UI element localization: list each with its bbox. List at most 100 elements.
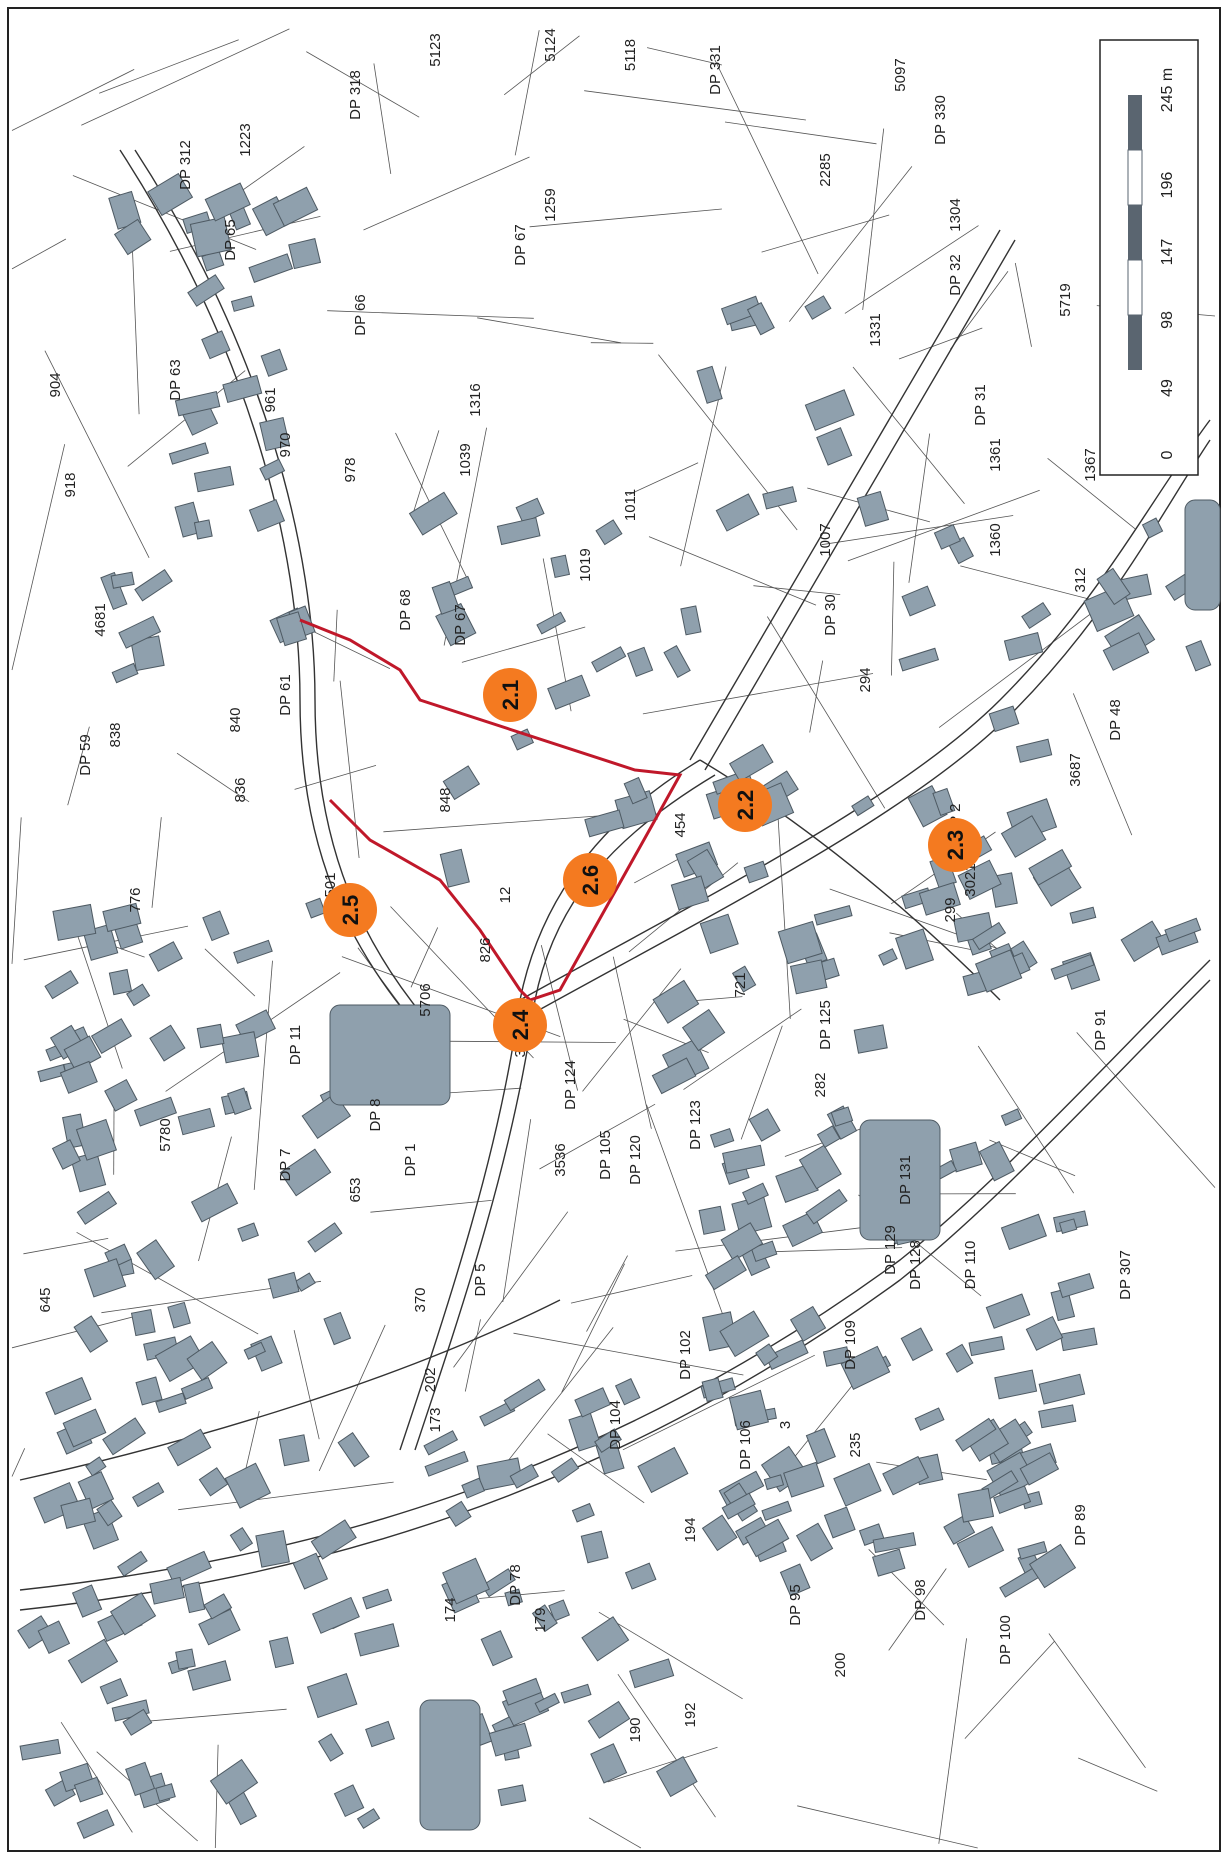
parcel-label: 840 (227, 707, 244, 732)
building (132, 1482, 165, 1508)
building (167, 1428, 212, 1467)
building (104, 1078, 138, 1112)
building (175, 1648, 196, 1670)
building (166, 1550, 212, 1585)
building (102, 1417, 147, 1456)
site-marker[interactable]: 2.2 (718, 778, 772, 832)
building (670, 875, 710, 911)
building (260, 348, 288, 377)
building (663, 645, 691, 678)
parcel-label: 1367 (1082, 448, 1099, 481)
building (1003, 631, 1044, 661)
building (721, 1492, 756, 1520)
parcel-line (617, 1673, 716, 1818)
parcel-line (23, 1238, 109, 1255)
building (310, 1519, 357, 1560)
parcel-label: 1304 (947, 198, 964, 231)
parcel-label: 1361 (987, 438, 1004, 471)
building (17, 1615, 54, 1650)
parcel-label: DP 105 (597, 1130, 614, 1180)
building (187, 1660, 232, 1691)
building (1000, 815, 1047, 858)
building (795, 1522, 834, 1562)
parcel-line (898, 327, 983, 360)
building (720, 1222, 764, 1262)
parcel-line (514, 30, 540, 156)
building (957, 1487, 995, 1523)
parcel-line (561, 1263, 625, 1393)
parcel-line (461, 626, 586, 663)
site-marker[interactable]: 2.6 (563, 853, 617, 907)
building (135, 1376, 163, 1406)
building (748, 1108, 781, 1142)
site-marker[interactable]: 2.1 (483, 668, 537, 722)
building (117, 1550, 148, 1577)
parcel-label: 202 (422, 1367, 439, 1392)
site-marker[interactable]: 2.5 (323, 883, 377, 937)
parcel-line (714, 59, 819, 275)
building (777, 920, 823, 965)
parcel-line (847, 489, 1040, 562)
building (804, 389, 855, 431)
parcel-label: 776 (127, 887, 144, 912)
building (746, 301, 775, 336)
building (591, 646, 627, 673)
building (550, 1457, 580, 1483)
building (259, 416, 291, 452)
building (130, 1308, 156, 1337)
parcel-label: 653 (347, 1177, 364, 1202)
building (1019, 1452, 1060, 1486)
building-footprints (17, 172, 1221, 1839)
building (307, 1222, 343, 1253)
parcel-label: DP 31 (972, 384, 989, 425)
site-marker-label: 2.4 (508, 1009, 533, 1040)
parcel-label: DP 125 (817, 1000, 834, 1050)
building (44, 970, 79, 1000)
building (534, 1692, 560, 1713)
site-markers[interactable]: 2.1 2.2 2.3 2.4 2.5 2.6 (323, 668, 982, 1052)
building (155, 1392, 187, 1413)
parcel-label: 370 (412, 1287, 429, 1312)
building (109, 1592, 157, 1636)
parcel-line (383, 814, 617, 833)
parcel-line (989, 1139, 1076, 1177)
parcel-line (178, 1481, 394, 1511)
building (306, 1673, 358, 1719)
building (294, 1272, 316, 1292)
parcel-line (1076, 1032, 1216, 1188)
scale-tick-label: 49 (1159, 379, 1176, 397)
parcel-label: DP 61 (277, 674, 294, 715)
building (445, 1500, 472, 1527)
building (761, 1500, 792, 1521)
building (362, 1588, 393, 1610)
parcel-label: 5780 (157, 1118, 174, 1151)
building (154, 1335, 206, 1383)
building (882, 1455, 929, 1496)
building (872, 1532, 917, 1554)
site-marker[interactable]: 2.4 (493, 998, 547, 1052)
building (686, 848, 725, 890)
building (900, 1327, 934, 1362)
parcel-line (293, 1330, 320, 1440)
building (292, 1552, 329, 1590)
parcel-line (582, 968, 682, 1092)
building (568, 1412, 602, 1452)
parcel-line (81, 28, 290, 126)
building (193, 519, 213, 540)
building (614, 1378, 641, 1406)
building (317, 1733, 344, 1762)
parcel-line (629, 462, 699, 495)
building (113, 218, 152, 256)
building (189, 216, 232, 258)
building (62, 1408, 107, 1448)
building (1017, 1540, 1048, 1560)
building (125, 1761, 156, 1797)
building (220, 1031, 260, 1064)
parcel-label: 5719 (1057, 283, 1074, 316)
site-marker[interactable]: 2.3 (928, 818, 982, 872)
building (1021, 601, 1052, 629)
parcel-label: 838 (107, 722, 124, 747)
building (898, 647, 940, 672)
